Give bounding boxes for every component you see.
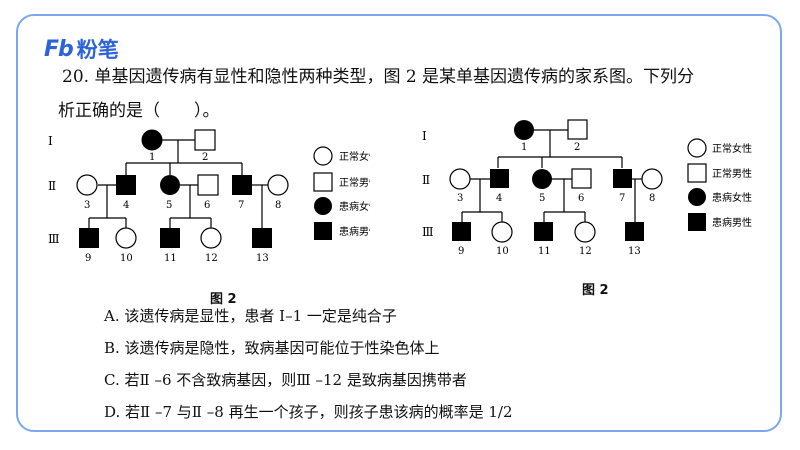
individual-number: 11 [538,246,551,257]
individual-II-8 [267,174,289,196]
legend-normal-female-symbol [687,138,707,158]
individual-number: 12 [205,253,218,264]
legend-affected-male-symbol [688,213,706,231]
individual-III-10 [115,227,137,249]
option-d[interactable]: D. 若Ⅱ –7 与Ⅱ –8 再生一个孩子，则孩子患该病的概率是 1/2 [104,403,513,421]
logo-text: 粉笔 [76,38,119,62]
individual-number: 13 [628,246,641,257]
individual-number: 1 [521,142,527,153]
legend-affected-female-symbol [314,197,332,215]
question-card [16,14,782,432]
individual-number: 1 [149,152,155,163]
individual-III-13 [252,228,272,248]
question-line-1: 20. 单基因遗传病有显性和隐性两种类型，图 2 是某单基因遗传病的家系图。下列… [62,67,695,87]
question-line-2: 析正确的是（ ）。 [58,101,220,121]
individual-number: 9 [458,246,464,257]
individual-number: 10 [496,246,509,257]
individual-number: 4 [496,193,502,204]
individual-number: 4 [123,200,129,211]
figure-caption-left: 图 2 [210,292,237,307]
legend-normal-male-symbol [313,172,333,192]
option-a[interactable]: A. 该遗传病是显性，患者 I–1 一定是纯合子 [104,307,397,325]
individual-number: 12 [579,246,592,257]
individual-number: 6 [578,193,584,204]
individual-number: 7 [619,193,625,204]
individual-III-12 [200,227,222,249]
legend-normal-female-label: 正常女性 [339,150,370,163]
legend-affected-female-label: 患病女性 [712,191,752,204]
brand-logo: Fb 粉笔 [44,36,119,63]
individual-II-4 [490,169,509,188]
individual-II-3 [76,174,98,196]
generation-label: Ⅲ [48,232,60,246]
individual-II-6 [197,174,219,196]
pedigree-figure-left: Ⅰ Ⅱ Ⅲ 1 2 3 4 5 6 7 8 9 10 11 12 13 正常女性… [48,129,370,264]
legend-affected-female-label: 患病女性 [339,200,370,213]
legend-affected-male-symbol [314,222,332,240]
individual-II-5 [160,175,180,195]
option-b[interactable]: B. 该遗传病是隐性，致病基因可能位于性染色体上 [104,339,440,357]
figure-caption-right: 图 2 [582,283,609,298]
individual-number: 11 [164,253,177,264]
individual-III-12 [574,221,596,243]
generation-label: Ⅱ [422,173,430,187]
individual-III-11 [160,228,180,248]
legend-affected-male-label: 患病男性 [712,216,752,229]
individual-III-11 [534,222,553,241]
individual-number: 7 [238,200,244,211]
individual-I-2 [194,129,216,151]
individual-number: 5 [166,200,172,211]
individual-I-1 [514,120,534,140]
legend-normal-female-symbol [313,146,333,166]
individual-II-7 [232,175,252,195]
individual-number: 13 [256,253,269,264]
legend-normal-female-label: 正常女性 [712,142,752,155]
individual-III-10 [491,221,513,243]
individual-number: 3 [84,200,90,211]
individual-II-5 [532,169,552,189]
individual-number: 5 [539,193,545,204]
individual-II-7 [613,169,632,188]
generation-label: Ⅰ [48,134,53,148]
answer-options: A. 该遗传病是显性，患者 I–1 一定是纯合子 B. 该遗传病是隐性，致病基因… [104,300,513,428]
individual-number: 6 [204,200,210,211]
legend-affected-female-symbol [688,188,706,206]
individual-number: 8 [649,193,655,204]
individual-number: 2 [574,142,580,153]
legend-normal-male-label: 正常男性 [339,176,370,189]
generation-label: Ⅲ [422,225,434,239]
individual-I-1 [141,129,163,151]
individual-III-9 [452,222,471,241]
question-stem: 20. 单基因遗传病有显性和隐性两种类型，图 2 是某单基因遗传病的家系图。下列… [58,60,762,128]
individual-III-9 [79,228,99,248]
individual-number: 9 [85,253,91,264]
individual-number: 8 [275,200,281,211]
individual-number: 10 [120,253,133,264]
generation-label: Ⅱ [48,179,56,193]
option-c[interactable]: C. 若Ⅱ –6 不含致病基因，则Ⅲ –12 是致病基因携带者 [104,371,467,389]
individual-II-8 [641,168,663,190]
generation-label: Ⅰ [422,129,427,143]
legend-normal-male-label: 正常男性 [712,167,752,180]
individual-I-2 [567,119,588,140]
logo-mark: Fb [44,36,74,62]
individual-number: 3 [457,193,463,204]
individual-III-13 [625,222,644,241]
individual-II-3 [449,168,471,190]
pedigree-figure-right: Ⅰ Ⅱ Ⅲ 1 2 3 4 5 6 7 8 9 10 11 12 13 正常女性… [422,119,752,257]
individual-number: 2 [202,152,208,163]
legend-affected-male-label: 患病男性 [339,225,370,238]
individual-II-6 [571,168,592,189]
legend-normal-male-symbol [687,163,707,183]
individual-II-4 [116,175,136,195]
